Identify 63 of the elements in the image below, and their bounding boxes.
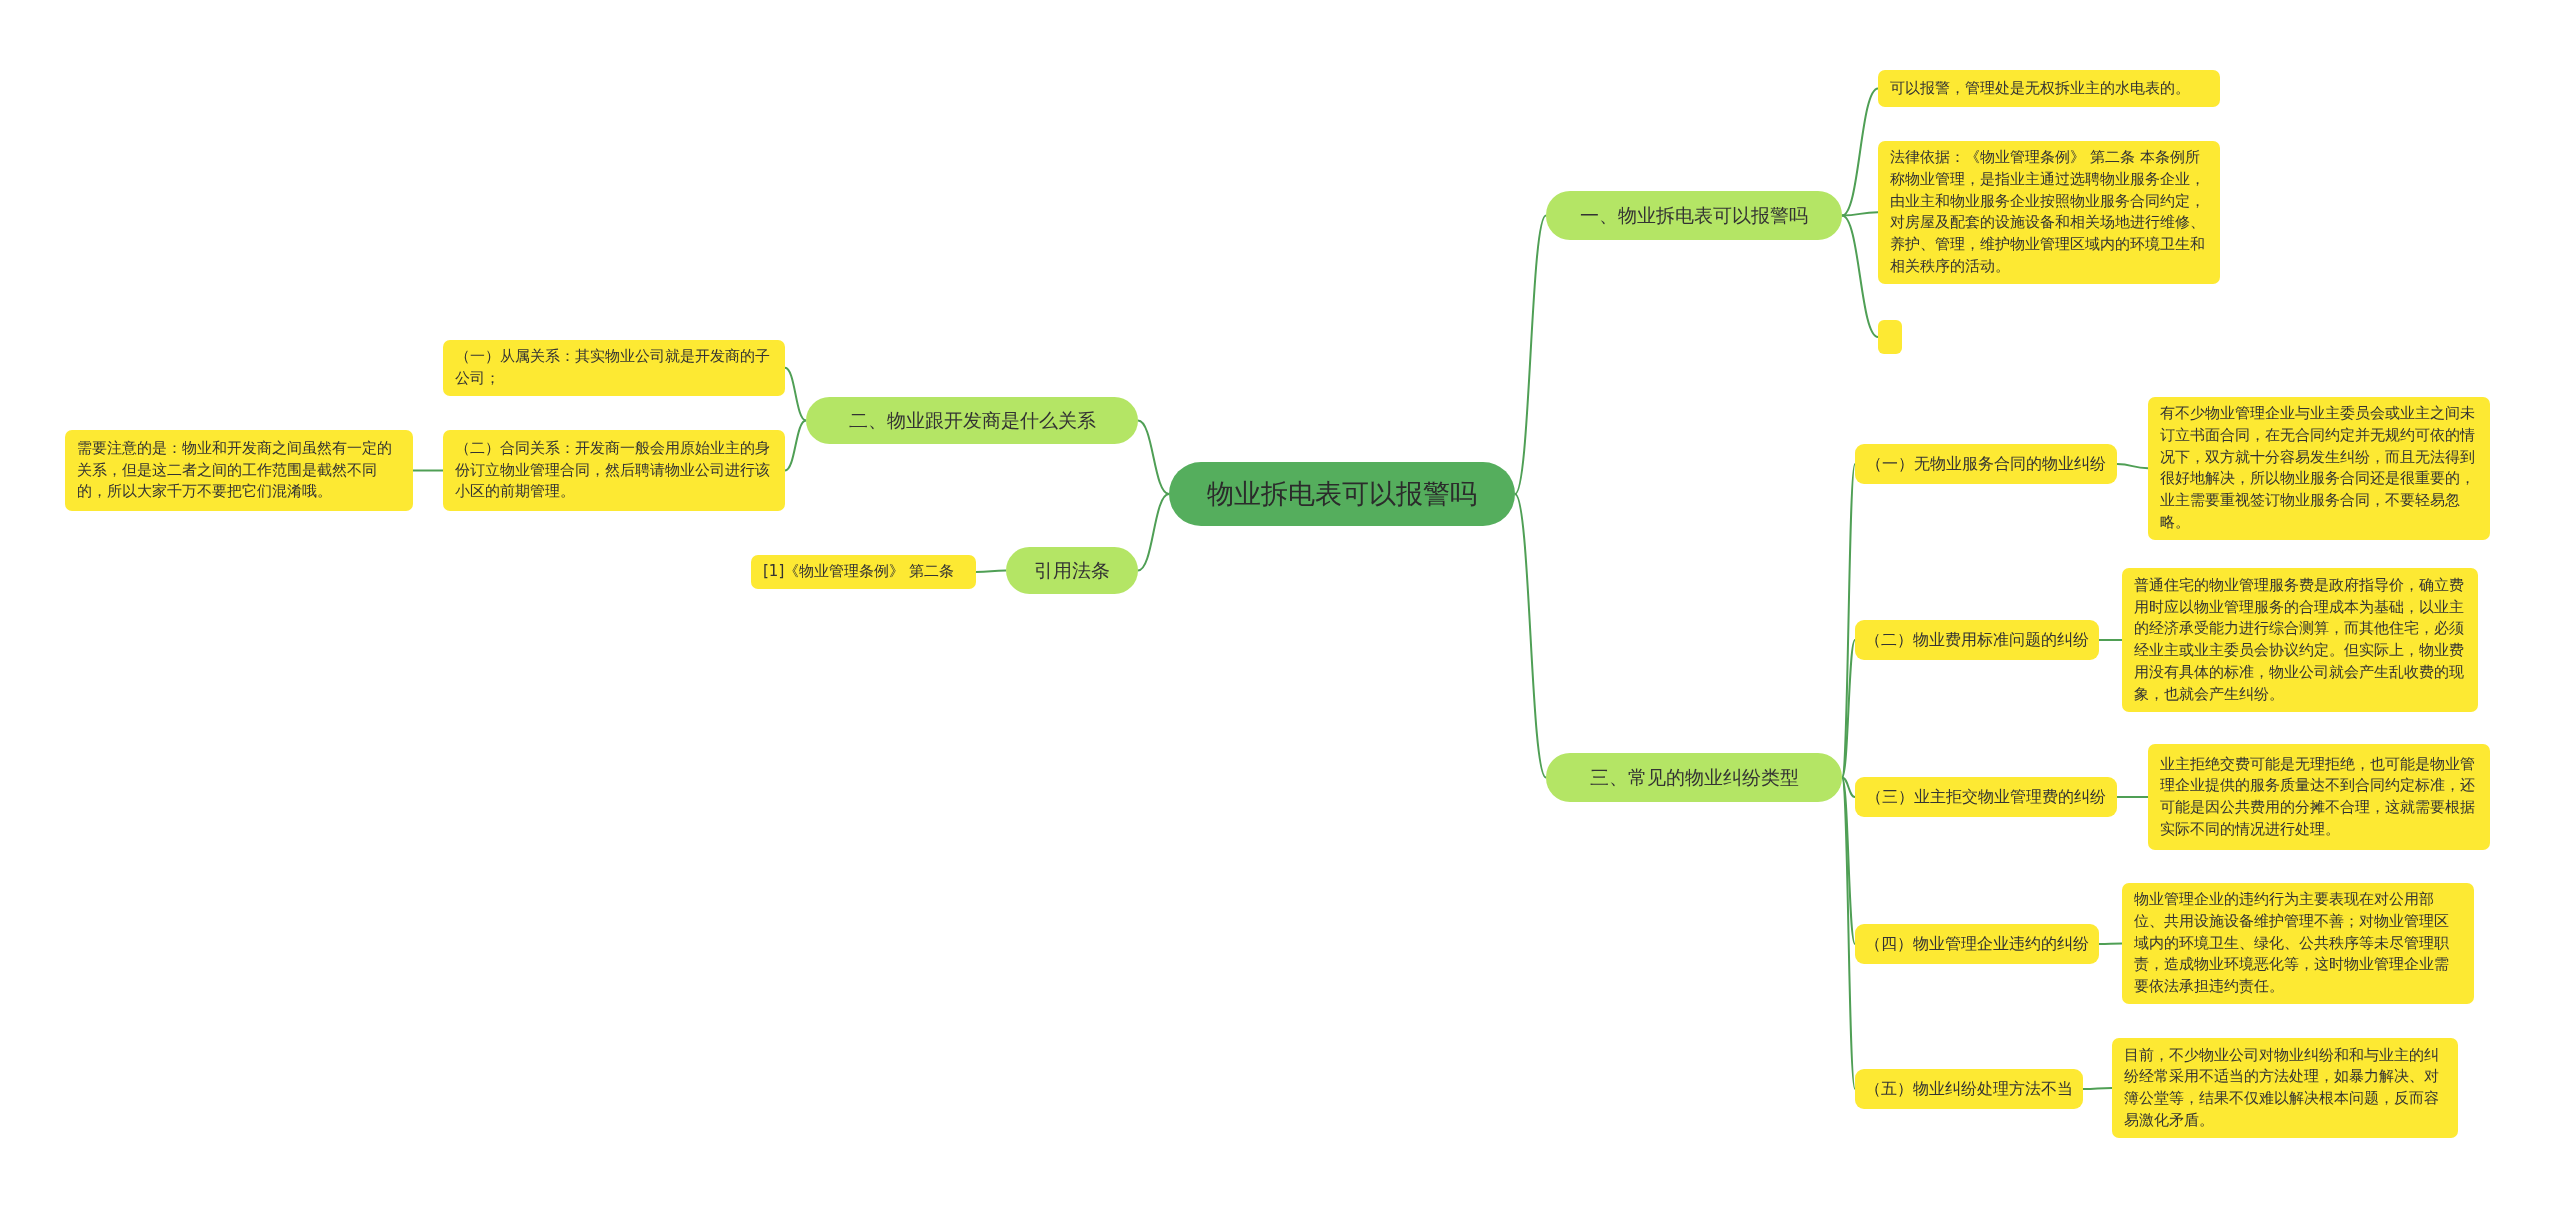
connector-line [1841,463,1856,779]
connector-line [1841,214,1879,338]
subtopic-card [1855,620,2099,660]
topic-text: （三）业主拒交物业管理费的纠纷 [1866,786,2106,808]
connector-line [784,366,807,422]
branch-topic [806,397,1138,444]
topic-text: 一、物业拆电表可以报警吗 [1580,202,1808,228]
connector-line [1514,214,1547,495]
connector-line [2116,796,2149,798]
note-card [2148,744,2490,850]
topic-text: （一）无物业服务合同的物业纠纷 [1866,453,2106,475]
connector-line [1841,87,1879,217]
note-card [2122,883,2474,1004]
topic-text: （二）物业费用标准问题的纠纷 [1865,629,2089,651]
topic-text: （五）物业纠纷处理方法不当 [1865,1078,2073,1100]
topic-text: 三、常见的物业纠纷类型 [1589,764,1799,790]
topic-text: 物业管理企业的违约行为主要表现在对公用部位、共用设施设备维护管理不善；对物业管理区域内的环境卫生、绿化、公共秩序等未尽管理职责，造成物业环境恶化等，这时物业管理企业需要依法承担违约责任。 [2134,889,2450,997]
empty-card [1878,320,1902,354]
connector-line [1841,776,1856,798]
note-card [443,340,785,396]
connector-line [2098,942,2123,945]
note-card [2112,1038,2458,1138]
connector-line [1841,211,1879,217]
branch-topic [1546,753,1842,802]
topic-text: 二、物业跟开发商是什么关系 [848,407,1096,433]
topic-text: （二）合同关系：开发商一般会用原始业主的身份订立物业管理合同，然后聘请物业公司进行该小区的前期管理。 [455,437,771,503]
topic-text: 有不少物业管理企业与业主委员会或业主之间未订立书面合同，在无合同约定并无规约可依的情况下，双方就十分容易发生纠纷，而且无法得到很好地解决，所以物业服务合同还是很重要的，业主需要重视签订物业服务合同，不要轻易忽略。 [2160,403,2476,533]
subtopic-card [1855,1069,2083,1109]
connector-line [2082,1087,2113,1090]
topic-text: [1]《物业管理条例》 第二条 [763,561,954,582]
subtopic-card [1855,924,2099,964]
topic-text: 物业拆电表可以报警吗 [1207,477,1477,511]
topic-text: 可以报警，管理处是无权拆业主的水电表的。 [1890,77,2190,99]
topic-text: 普通住宅的物业管理服务费是政府指导价，确立费用时应以物业管理服务的合理成本为基础，以业主的经济承受能力进行综合测算，而其他住宅，必须经业主或业主委员会协议约定。但实际上，物业费用没有具体的标准，物业公司就会产生乱收费的现象，也就会产生纠纷。 [2134,574,2465,705]
topic-text: 目前，不少物业公司对物业纠纷和和与业主的纠纷经常采用不适当的方法处理，如暴力解决、对簿公堂等，结果不仅难以解决根本问题，反而容易激化矛盾。 [2124,1044,2440,1131]
branch-topic [1006,547,1138,594]
topic-text: 法律依据：《物业管理条例》 第二条 本条例所称物业管理，是指业主通过选聘物业服务企业，由业主和物业服务企业按照物业服务合同约定，对房屋及配套的设施设备和相关场地进行维修、养护、管理，维护物业管理区域内的环境卫生和相关秩序的活动。 [1890,147,2206,277]
topic-text: （一）从属关系：其实物业公司就是开发商的子公司； [455,346,771,389]
topic-text: 引用法条 [1034,557,1110,583]
connector-line [1841,776,1856,945]
branch-topic [1546,191,1842,240]
subtopic-card [1855,777,2117,817]
connector-line [2098,639,2123,641]
subtopic-card [1855,444,2117,484]
connector-line [1514,493,1547,779]
connector-line [412,469,444,472]
connector-line [1841,639,1856,779]
topic-text: 需要注意的是：物业和开发商之间虽然有一定的关系，但是这二者之间的工作范围是截然不同的，所以大家千万不要把它们混淆哦。 [77,437,393,503]
note-card [2122,568,2478,712]
connector-line [784,419,807,472]
connector-line [1137,419,1170,495]
connector-line [2116,463,2149,470]
note-card [2148,397,2490,540]
note-card [65,430,413,511]
note-card [1878,141,2220,284]
topic-text: （四）物业管理企业违约的纠纷 [1865,933,2089,955]
connector-line [975,569,1007,573]
note-card [443,430,785,511]
note-card [751,555,976,589]
note-card [1878,70,2220,107]
connector-line [1137,493,1170,572]
connector-line [1841,776,1856,1090]
topic-text: 业主拒绝交费可能是无理拒绝，也可能是物业管理企业提供的服务质量达不到合同约定标准，还可能是因公共费用的分摊不合理，这就需要根据实际不同的情况进行处理。 [2160,753,2476,840]
